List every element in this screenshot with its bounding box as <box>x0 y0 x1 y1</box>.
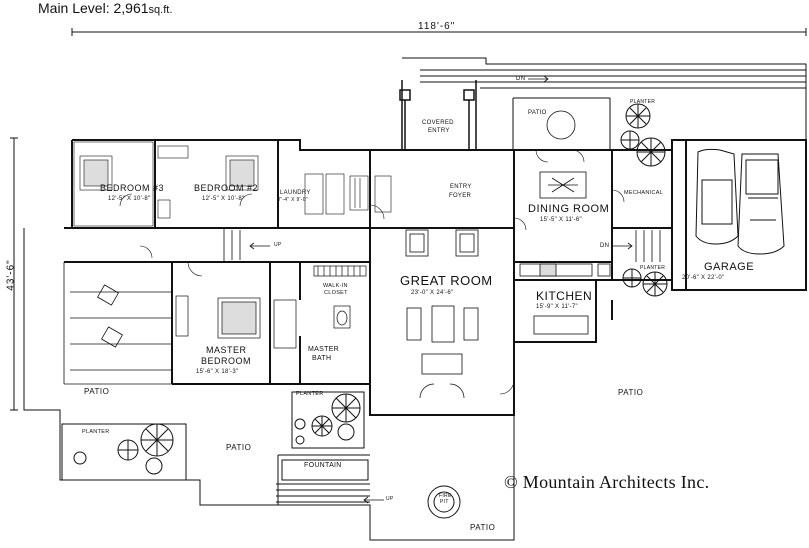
stair-up-hall: UP <box>274 242 282 248</box>
master-suite-walls <box>64 228 371 415</box>
dining-kitchen-fixtures <box>519 110 611 335</box>
west-patio-pergola <box>63 262 172 385</box>
stair-dn-top: DN <box>516 76 526 82</box>
main-level-title: Main Level: 2,961sq.ft. <box>38 0 172 18</box>
master-bedroom-line1: MASTER <box>206 345 247 355</box>
mechanical-name: MECHANICAL <box>624 190 664 196</box>
bedroom2-name: BEDROOM #2 <box>194 183 259 193</box>
covered-entry-line2: ENTRY <box>428 128 450 134</box>
top-patio-outline <box>402 57 807 150</box>
bedroom-wing-walls <box>64 139 370 229</box>
copyright-notice: © Mountain Architects Inc. <box>504 472 710 492</box>
master-bath-line1: MASTER <box>308 346 339 353</box>
garage-vehicles <box>695 148 785 255</box>
fountain-label: FOUNTAIN <box>304 462 342 469</box>
walk-in-closet-line2: CLOSET <box>324 290 348 296</box>
laundry-name: LAUNDRY <box>280 190 311 196</box>
planter-master-label: PLANTER <box>296 391 324 397</box>
patio-west-label: PATIO <box>84 387 110 396</box>
patio-south-label: PATIO <box>470 523 496 532</box>
patio-southwest-label: PATIO <box>226 443 252 452</box>
planter-sw-label: PLANTER <box>82 429 110 435</box>
great-room-size: 23'-0" X 24'-6" <box>411 290 454 296</box>
bedroom-wing-fixtures <box>79 145 392 219</box>
walk-in-closet-line1: WALK-IN <box>323 283 348 289</box>
south-patio-outline <box>23 228 515 541</box>
kitchen-size: 15'-9" X 11'-7" <box>536 304 578 310</box>
covered-entry-line1: COVERED <box>422 120 454 126</box>
kitchen-name: KITCHEN <box>536 289 593 303</box>
entry-foyer-line2: FOYER <box>449 193 472 199</box>
door-swings <box>139 149 625 395</box>
main-level-unit: sq.ft. <box>148 4 173 16</box>
overall-width-dimension-line <box>71 28 807 36</box>
master-suite-fixtures <box>175 265 367 349</box>
dining-kitchen-walls <box>513 149 673 415</box>
overall-depth-label: 43'-6" <box>5 259 17 291</box>
dining-room-name: DINING ROOM <box>528 203 610 215</box>
bedroom2-size: 12'-5" X 10'-8" <box>202 196 245 202</box>
master-bedroom-size: 15'-6" X 18'-3" <box>196 369 239 375</box>
fire-pit-line2: PIT <box>440 499 449 505</box>
garage-size: 20'-6" X 22'-0" <box>682 275 725 281</box>
overall-depth-dimension-line <box>10 137 18 411</box>
planter-trees <box>73 103 668 475</box>
garage-name: GARAGE <box>704 261 755 273</box>
entry-foyer-line1: ENTRY <box>450 184 472 190</box>
laundry-size: 7'-4" X 9'-0" <box>278 197 308 203</box>
patio-top-label: PATIO <box>528 110 547 116</box>
planter-kitchen-label: PLANTER <box>640 265 666 271</box>
covered-entry-posts <box>399 80 477 150</box>
main-level-label: Main Level: 2,961 <box>38 0 149 16</box>
patio-east-label: PATIO <box>618 388 644 397</box>
stair-arrows <box>223 75 661 504</box>
master-bath-line2: BATH <box>312 355 332 362</box>
great-room-name: GREAT ROOM <box>400 273 493 288</box>
great-room-furniture <box>405 229 479 399</box>
dining-room-size: 15'-5" X 11'-6" <box>540 217 582 223</box>
overall-width-label: 118'-6" <box>418 21 456 32</box>
planter-top-label: PLANTER <box>630 99 656 105</box>
master-bedroom-line2: BEDROOM <box>201 356 252 366</box>
bedroom3-name: BEDROOM #3 <box>100 183 165 193</box>
fire-pit-line1: FIRE <box>439 493 452 499</box>
bedroom3-size: 12'-5" X 10'-8" <box>108 196 151 202</box>
stair-dn-garage: DN <box>600 243 610 249</box>
garage-walls <box>671 139 807 291</box>
stair-up-south: UP <box>386 496 394 502</box>
